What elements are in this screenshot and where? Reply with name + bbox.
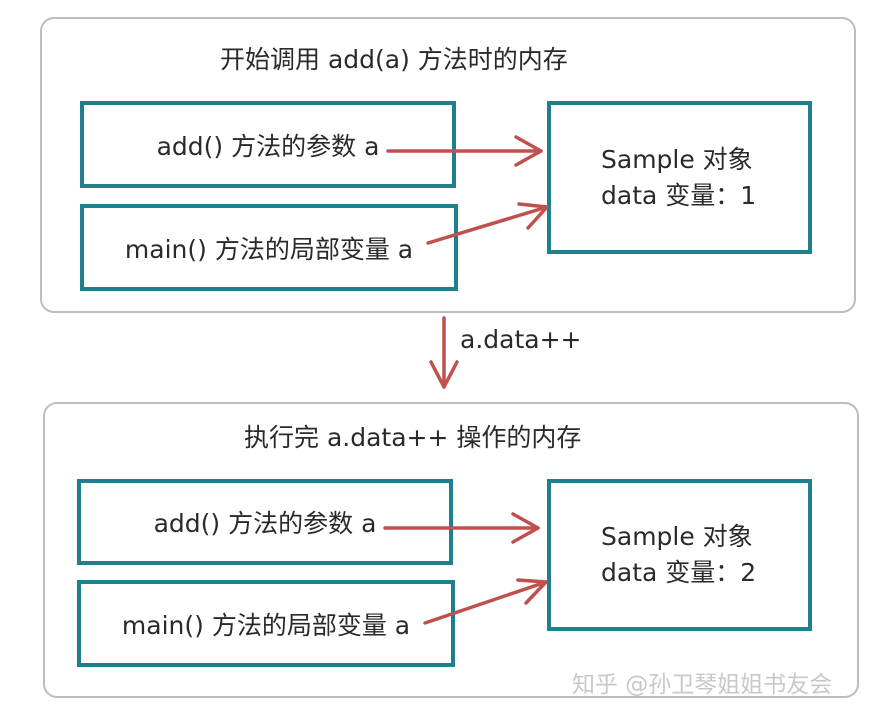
top-param-box: add() 方法的参数 a [80,101,456,188]
top-local-ref-arrow [426,205,549,245]
bottom-local-var-box: main() 方法的局部变量 a [77,580,455,667]
top-param-ref-arrowhead [514,135,543,167]
top-local-ref-arrowhead [517,202,549,230]
transition-down-arrowhead [429,360,459,389]
bottom-param-ref-arrowhead [511,512,540,544]
bottom-local-ref-arrowhead [516,578,548,605]
bottom-sample-object-box: Sample 对象 data 变量：2 [547,479,812,631]
bottom-object-data: data 变量：2 [601,558,757,587]
bottom-local-ref-arrow [423,580,548,625]
top-panel-title: 开始调用 add(a) 方法时的内存 [220,45,568,74]
top-object-data: data 变量：1 [601,180,757,210]
top-object-name: Sample 对象 [601,144,753,174]
bottom-panel-title: 执行完 a.data++ 操作的内存 [244,423,582,452]
bottom-param-box: add() 方法的参数 a [77,479,453,565]
bottom-object-name: Sample 对象 [601,522,753,551]
watermark: 知乎 @孙卫琴姐姐书友会 [572,672,833,698]
top-local-var-box: main() 方法的局部变量 a [80,204,458,291]
transition-label: a.data++ [460,325,582,354]
top-sample-object-box: Sample 对象 data 变量：1 [547,101,812,254]
